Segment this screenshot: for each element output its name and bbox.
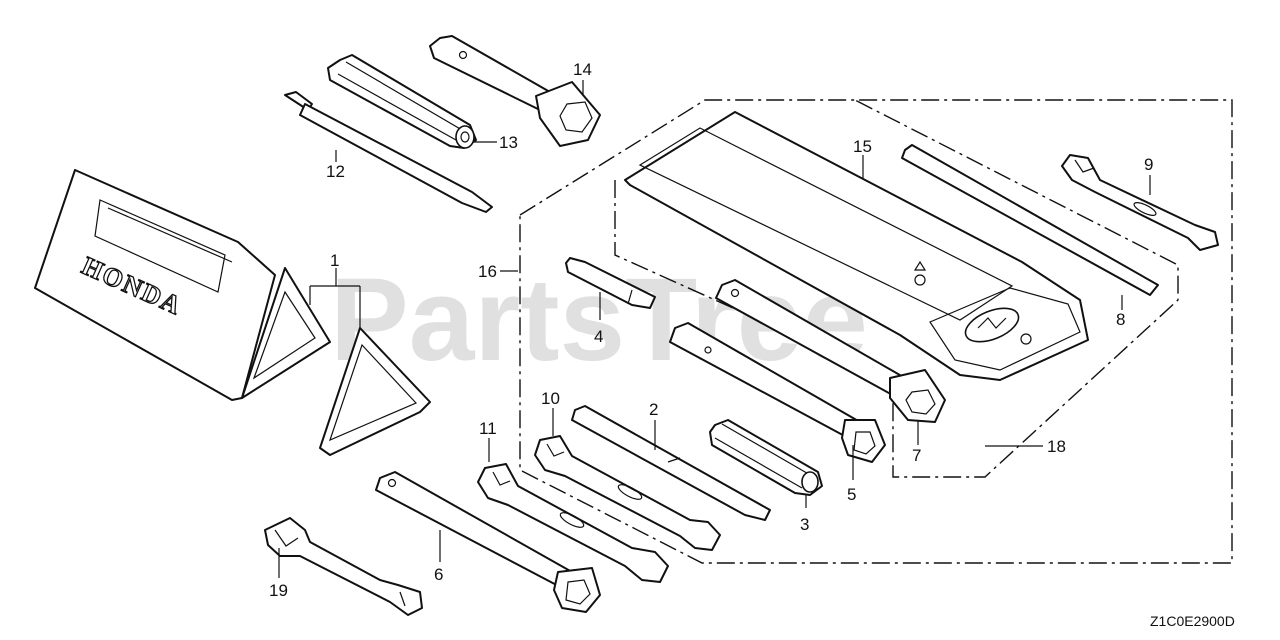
part-5-box-wrench[interactable] bbox=[669, 322, 886, 463]
part-6-box-wrench[interactable] bbox=[375, 471, 601, 613]
part-13-screwdriver-handle[interactable] bbox=[327, 54, 477, 149]
part-1-tool-case-large[interactable]: HONDA bbox=[34, 169, 331, 401]
callout-2: 2 bbox=[649, 400, 658, 419]
diagram-code: Z1C0E2900D bbox=[1150, 613, 1235, 629]
part-12-screwdriver-shaft[interactable] bbox=[284, 91, 493, 213]
callout-numbers: 1 2 3 4 5 6 7 8 9 10 11 12 13 14 15 16 1… bbox=[269, 60, 1153, 600]
callout-8: 8 bbox=[1116, 310, 1125, 329]
part-15-tool-bag[interactable] bbox=[624, 111, 1089, 381]
callout-14: 14 bbox=[573, 60, 592, 79]
part-2-screwdriver-shaft[interactable] bbox=[571, 405, 771, 521]
callout-12: 12 bbox=[326, 162, 345, 181]
part-10-wrench[interactable] bbox=[534, 435, 721, 551]
callout-1: 1 bbox=[330, 251, 339, 270]
part-7-box-wrench[interactable] bbox=[715, 279, 946, 423]
part-19-double-wrench[interactable] bbox=[264, 517, 423, 616]
callout-5: 5 bbox=[847, 485, 856, 504]
part-14-plug-wrench[interactable] bbox=[429, 35, 601, 147]
callout-19: 19 bbox=[269, 581, 288, 600]
callout-9: 9 bbox=[1144, 155, 1153, 174]
callout-6: 6 bbox=[434, 565, 443, 584]
callout-3: 3 bbox=[800, 515, 809, 534]
part-9-wrench[interactable] bbox=[1061, 154, 1219, 251]
part-1-tool-case-cap[interactable] bbox=[319, 327, 431, 456]
part-4-tool-case-tag[interactable] bbox=[565, 257, 656, 309]
callout-18: 18 bbox=[1047, 437, 1066, 456]
part-11-wrench[interactable] bbox=[477, 463, 669, 583]
callout-16: 16 bbox=[478, 262, 497, 281]
part-3-screwdriver-handle[interactable] bbox=[709, 419, 823, 496]
callout-4: 4 bbox=[594, 327, 603, 346]
part-8-tommy-bar[interactable] bbox=[901, 144, 1159, 296]
callout-15: 15 bbox=[853, 137, 872, 156]
tool-kit-boundary bbox=[519, 99, 1233, 564]
callout-10: 10 bbox=[541, 389, 560, 408]
callout-13: 13 bbox=[499, 133, 518, 152]
callout-leaders bbox=[278, 80, 1151, 578]
tool-bag-boundary bbox=[614, 99, 1179, 478]
callout-11: 11 bbox=[479, 419, 497, 438]
callout-7: 7 bbox=[912, 446, 921, 465]
